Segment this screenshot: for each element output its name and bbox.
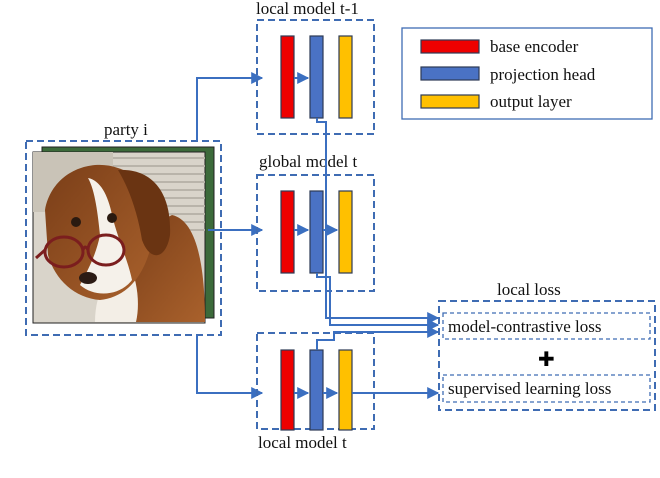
supervised-loss-box [442, 374, 651, 403]
dog-photo [32, 151, 206, 324]
output-layer [338, 35, 353, 119]
local-loss-node: local loss model-contrastive loss ✚ supe… [438, 280, 656, 411]
legend-label-base-encoder: base encoder [490, 37, 579, 56]
base-encoder-layer [280, 190, 295, 274]
layer-arrows [294, 72, 339, 399]
output-layer [338, 349, 353, 431]
local-loss-box [438, 300, 656, 411]
projection-head-layer [309, 35, 324, 119]
legend-swatch-projection-head [420, 66, 480, 81]
plus-icon: ✚ [538, 347, 555, 371]
model-global: global model t [256, 152, 375, 292]
local-loss-title: local loss [497, 280, 561, 299]
base-encoder-layer [280, 349, 295, 431]
legend-label-output-layer: output layer [490, 92, 572, 111]
model-local-prev: local model t-1 [256, 0, 375, 135]
output-layer [338, 190, 353, 274]
model-local-curr: local model t [256, 332, 375, 452]
legend: base encoder projection head output laye… [401, 27, 653, 120]
contrastive-loss-label: model-contrastive loss [448, 317, 601, 336]
model-local-prev-box [256, 19, 375, 135]
representation-arrows [316, 118, 440, 399]
model-local-curr-label: local model t [258, 433, 347, 452]
party-label: party i [104, 120, 148, 139]
base-encoder-layer [280, 35, 295, 119]
supervised-loss-label: supervised learning loss [448, 379, 611, 398]
projection-head-layer [309, 190, 324, 274]
party-to-models-arrows [196, 72, 264, 399]
legend-swatch-output-layer [420, 94, 480, 109]
model-global-box [256, 174, 375, 292]
party-dashed-box [25, 140, 222, 336]
party-node: party i [25, 120, 222, 336]
model-global-label: global model t [259, 152, 357, 171]
contrastive-loss-box [442, 312, 651, 340]
projection-head-layer [309, 349, 324, 431]
model-local-prev-label: local model t-1 [256, 0, 359, 18]
legend-label-projection-head: projection head [490, 65, 596, 84]
legend-swatch-base-encoder [420, 39, 480, 54]
model-local-curr-box [256, 332, 375, 430]
